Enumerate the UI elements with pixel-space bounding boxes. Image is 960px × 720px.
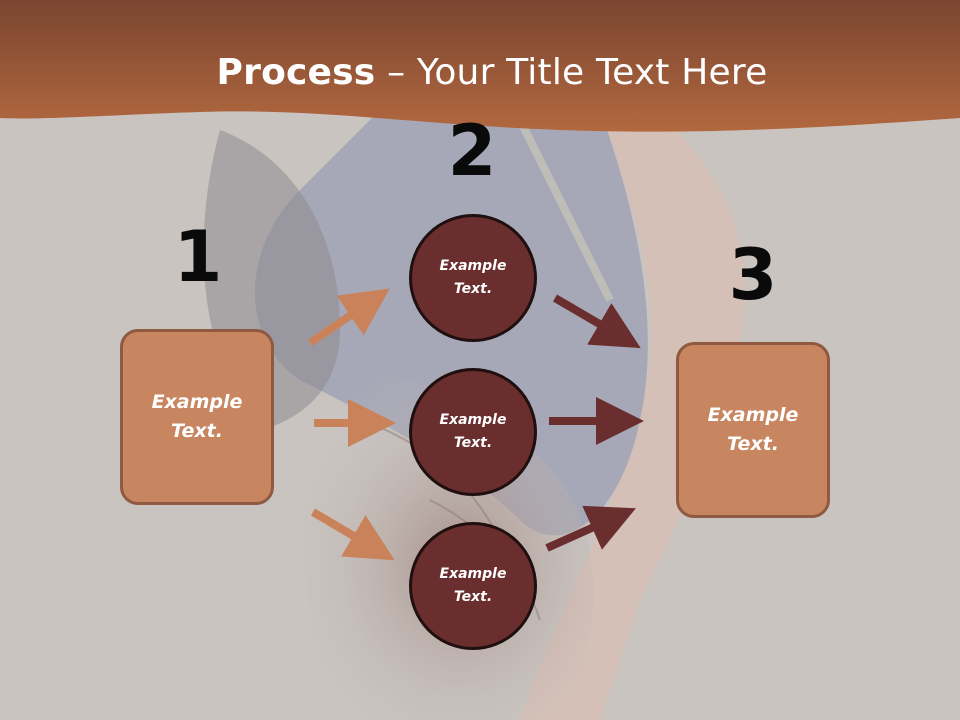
arrow-1-to-top [307, 288, 390, 347]
arrow-1-to-bottom [310, 508, 395, 561]
step-number-1: 1 [173, 216, 223, 298]
title-rest: – Your Title Text Here [375, 52, 768, 93]
arrow-top-to-3 [552, 294, 641, 349]
circle-middle-text: Example Text. [439, 412, 507, 451]
title-bold: Process [216, 52, 376, 93]
circle-top-text: Example Text. [439, 258, 507, 297]
step-1-box: Example Text. [120, 329, 274, 505]
circle-bottom-text: Example Text. [439, 566, 507, 605]
arrow-bottom-to-3 [545, 505, 636, 552]
step-3-text: Example Text. [707, 404, 799, 455]
step-number-3: 3 [728, 234, 778, 316]
step-1-text: Example Text. [151, 391, 243, 442]
step-number-2: 2 [447, 110, 497, 192]
header-band [0, 0, 960, 132]
step-2-circle-top: Example Text. [409, 214, 537, 342]
step-2-circle-bottom: Example Text. [409, 522, 537, 650]
slide-title: Process – Your Title Text Here [0, 52, 960, 93]
step-3-box: Example Text. [676, 342, 830, 518]
step-2-circle-middle: Example Text. [409, 368, 537, 496]
